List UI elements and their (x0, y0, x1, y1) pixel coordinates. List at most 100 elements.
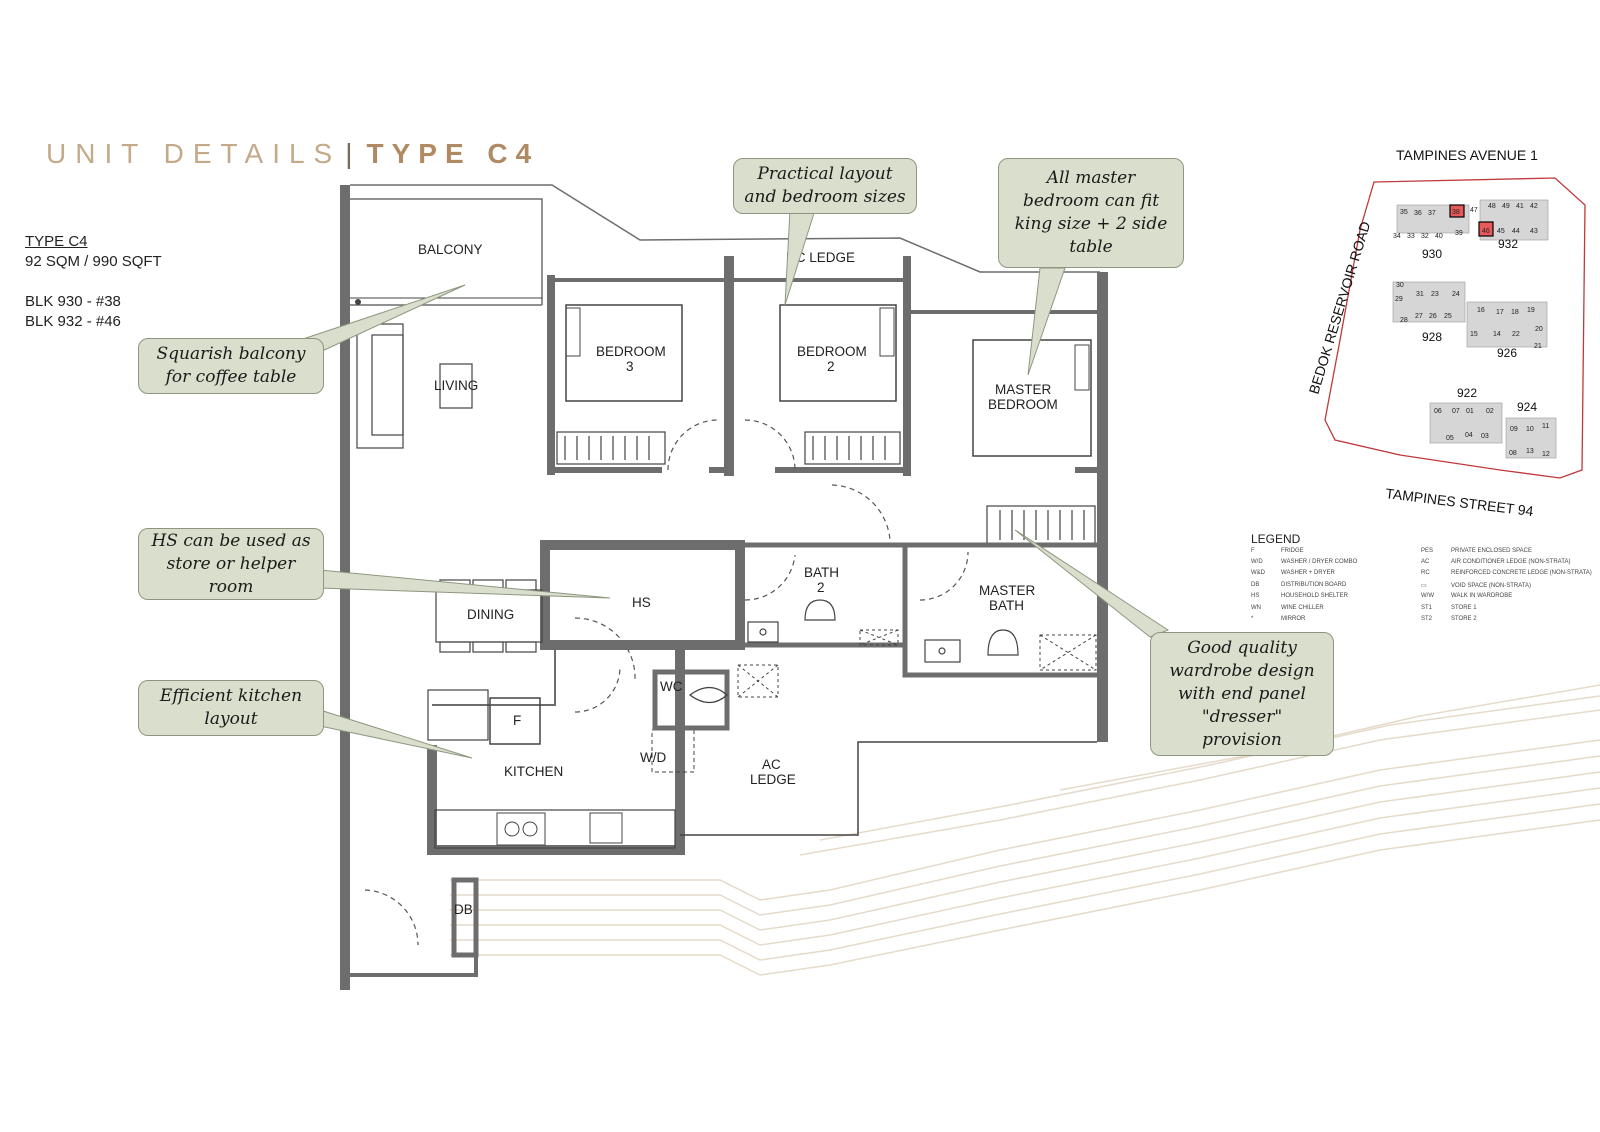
svg-text:36: 36 (1414, 210, 1422, 217)
room-balcony: BALCONY (418, 242, 483, 257)
svg-text:30: 30 (1396, 282, 1404, 289)
title-separator: | (345, 138, 353, 169)
unit-highlight-46 (1478, 221, 1494, 237)
road-bottom: TAMPINES STREET 94 (1385, 485, 1535, 519)
unit-type-label: TYPE C4 (25, 233, 88, 250)
room-living: LIVING (434, 378, 478, 393)
callout-balcony-line1: Squarish balcony (156, 344, 306, 364)
svg-text:29: 29 (1395, 296, 1403, 303)
room-bath2-line1: BATH (804, 565, 839, 580)
svg-text:45: 45 (1497, 228, 1505, 235)
svg-text:34: 34 (1393, 233, 1401, 240)
title-unit-details: UNIT DETAILS (46, 138, 342, 169)
svg-text:33: 33 (1407, 233, 1415, 240)
svg-text:12: 12 (1542, 451, 1550, 458)
site-boundary (1324, 177, 1586, 479)
svg-text:22: 22 (1512, 331, 1520, 338)
room-master-bath-line1: MASTER (979, 583, 1036, 598)
legend-title: LEGEND (1251, 532, 1301, 546)
room-fridge: F (513, 713, 521, 728)
svg-text:48: 48 (1488, 203, 1496, 210)
svg-text:10: 10 (1526, 426, 1534, 433)
svg-text:43: 43 (1530, 228, 1538, 235)
svg-text:26: 26 (1429, 313, 1437, 320)
svg-text:32: 32 (1421, 233, 1429, 240)
unit-area: 92 SQM / 990 SQFT (25, 253, 162, 270)
svg-text:14: 14 (1493, 331, 1501, 338)
block-unit-1: BLK 930 - #38 (25, 293, 121, 310)
callout-kitchen-line2: layout (204, 709, 258, 729)
svg-text:47: 47 (1470, 207, 1478, 214)
svg-text:01: 01 (1466, 408, 1474, 415)
svg-text:46: 46 (1482, 228, 1490, 235)
title-type: TYPE C4 (366, 138, 540, 169)
svg-text:20: 20 (1535, 326, 1543, 333)
svg-text:41: 41 (1516, 203, 1524, 210)
callout-hs-line1: HS can be used as (151, 530, 311, 551)
callout-kitchen-line1: Efficient kitchen (159, 686, 303, 706)
room-bedroom3-line1: BEDROOM (596, 344, 666, 359)
svg-text:11: 11 (1542, 423, 1549, 430)
room-master-line2: BEDROOM (988, 397, 1058, 412)
road-left: BEDOK RESERVOIR ROAD (1306, 220, 1374, 396)
callout-wardrobe-line3: with end panel (1178, 683, 1306, 704)
svg-text:31: 31 (1416, 291, 1424, 298)
block-928: 928 (1422, 330, 1442, 344)
legend-item: ▭VOID SPACE (NON-STRATA) (1421, 583, 1532, 589)
svg-text:16: 16 (1477, 307, 1485, 314)
room-master-line1: MASTER (995, 382, 1052, 397)
svg-text:05: 05 (1446, 435, 1454, 442)
callout-layout-line2: and bedroom sizes (744, 187, 906, 207)
svg-text:42: 42 (1530, 203, 1538, 210)
unit-highlight-38 (1449, 204, 1465, 218)
callout-master-line2: bedroom can fit (1022, 191, 1160, 211)
room-kitchen: KITCHEN (504, 764, 563, 779)
svg-text:13: 13 (1526, 448, 1534, 455)
svg-text:09: 09 (1510, 426, 1518, 433)
svg-text:03: 03 (1481, 433, 1489, 440)
svg-text:02: 02 (1486, 408, 1494, 415)
road-top: TAMPINES AVENUE 1 (1396, 147, 1538, 163)
callout-wardrobe-line1: Good quality (1187, 637, 1297, 658)
room-bedroom2-line2: 2 (827, 359, 835, 374)
callout-hs-line2: store or helper (166, 553, 296, 574)
svg-text:24: 24 (1452, 291, 1460, 298)
svg-text:15: 15 (1470, 331, 1478, 338)
svg-text:19: 19 (1527, 307, 1535, 314)
room-hs: HS (632, 595, 651, 610)
room-db: DB (454, 902, 473, 917)
svg-text:44: 44 (1512, 228, 1520, 235)
svg-text:23: 23 (1431, 291, 1439, 298)
block-930: 930 (1422, 247, 1442, 261)
svg-text:49: 49 (1502, 203, 1510, 210)
svg-text:35: 35 (1400, 209, 1408, 216)
svg-text:18: 18 (1511, 309, 1519, 316)
callout-kitchen: Efficient kitchen layout (138, 680, 324, 736)
block-926: 926 (1497, 346, 1517, 360)
room-bath2-line2: 2 (817, 580, 825, 595)
legend-item: *MIRROR (1251, 616, 1306, 622)
room-wd: W/D (640, 750, 666, 765)
page-title: UNIT DETAILS| TYPE C4 (46, 138, 539, 170)
block-unit-2: BLK 932 - #46 (25, 313, 121, 330)
svg-text:07: 07 (1452, 408, 1460, 415)
svg-text:25: 25 (1444, 313, 1452, 320)
svg-text:17: 17 (1496, 309, 1504, 316)
callout-master-line1: All master (1046, 168, 1136, 188)
callout-wardrobe-line2: wardrobe design (1169, 660, 1315, 681)
